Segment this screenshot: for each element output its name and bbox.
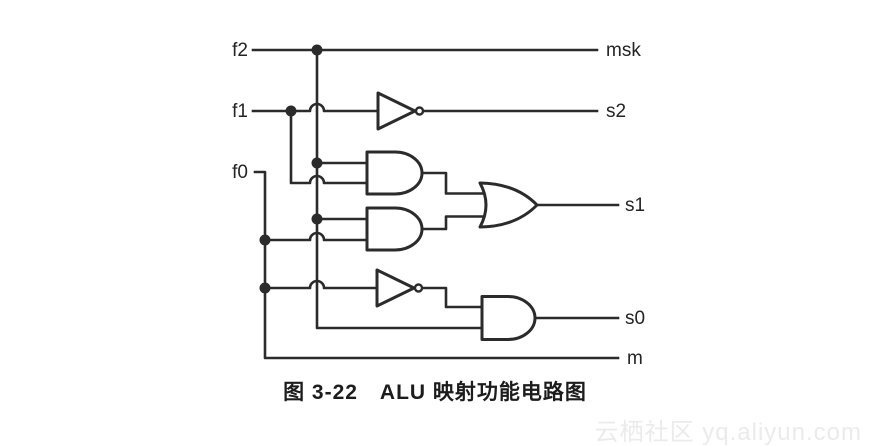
junction-dot (311, 44, 323, 56)
wire-and2-input-bottom (263, 231, 374, 242)
junction-layer (259, 44, 323, 294)
label-layer: f2 f1 f0 msk s2 s1 s0 m (232, 40, 645, 369)
and-gate-1 (365, 150, 424, 196)
not-gate-1-triangle (376, 91, 417, 131)
wire-f0-to-m (253, 170, 620, 360)
and-gate-3 (480, 295, 537, 341)
input-label-f2: f2 (232, 40, 248, 61)
input-label-f1: f1 (232, 101, 248, 122)
gate-layer (365, 91, 539, 341)
junction-dot (311, 157, 323, 169)
watermark-text: 云栖社区 yq.aliyun.com (594, 419, 862, 446)
output-label-s0: s0 (625, 308, 645, 329)
wire-and2-to-or1 (420, 215, 497, 231)
not-gate-2-triangle (375, 268, 416, 308)
junction-dot (311, 213, 323, 225)
wire-not2-to-and3 (420, 286, 492, 309)
junction-dot (259, 234, 271, 246)
output-label-s2: s2 (606, 101, 626, 122)
wire-f0-to-not2 (263, 279, 386, 290)
wire-f1-tap-vertical (289, 109, 374, 185)
output-label-msk: msk (606, 40, 641, 61)
output-label-s1: s1 (625, 195, 645, 216)
and-gate-2 (365, 206, 424, 252)
wire-and1-to-or1 (420, 171, 497, 195)
output-label-m: m (627, 348, 643, 369)
not-gate-2-bubble (413, 283, 424, 293)
figure-caption: 图 3-22 ALU 映射功能电路图 (283, 381, 587, 404)
or-gate-1 (478, 181, 539, 229)
wire-f1-to-not1 (251, 102, 387, 113)
input-label-f0: f0 (232, 162, 248, 183)
wire-f2-tap-vertical (315, 48, 492, 330)
not-gate-1-bubble (414, 106, 425, 116)
junction-dot (285, 105, 297, 117)
junction-dot (259, 282, 271, 294)
wire-layer (251, 48, 620, 360)
